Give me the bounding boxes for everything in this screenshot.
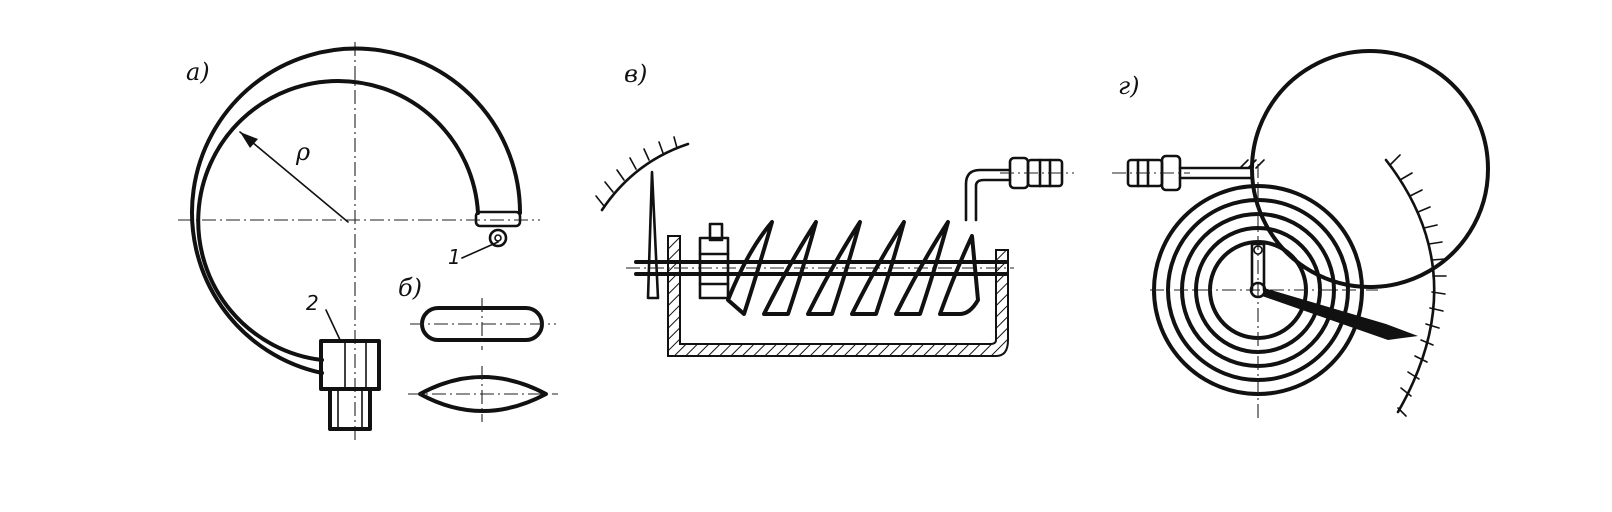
scale-arc-v [600,142,690,212]
panel-v-helical-tube: в) [595,60,1074,357]
label-2: 2 [306,291,319,315]
label-1: 1 [448,245,461,269]
helix-coils [726,220,980,316]
spiral-coils [1152,49,1490,396]
leader-1 [461,241,499,259]
tube-tip-1 [474,210,522,248]
leader-2 [325,309,342,343]
pointer-needle-g [1262,288,1418,340]
scale-ticks-g [1389,154,1447,417]
panel-g-spiral-tube: г) [1112,49,1490,418]
inlet-tube-outer [964,168,1012,222]
label-rho: ρ [295,138,310,166]
lever-arm-g [1250,242,1266,292]
scale-ticks-v [595,136,678,207]
pointer-needle-v [646,170,660,300]
inlet-tube-inner [974,178,1012,222]
scale-arc-g [1384,158,1436,414]
panel-b-cross-sections: б) [398,274,558,422]
tube-fitting-2 [319,339,381,431]
radius-arrowhead [240,132,258,148]
panel-a-bourdon-tube: а) 1 ρ 2 [178,42,540,440]
label-b: б) [398,274,422,302]
label-v: в) [624,60,647,88]
bearing-block-v [698,222,730,300]
label-g: г) [1118,72,1140,100]
housing-trough [667,235,1009,357]
radius-line [239,131,349,223]
label-a: а) [186,58,210,86]
tube-inner-wall [196,78,480,362]
tube-outer-wall [190,46,523,375]
